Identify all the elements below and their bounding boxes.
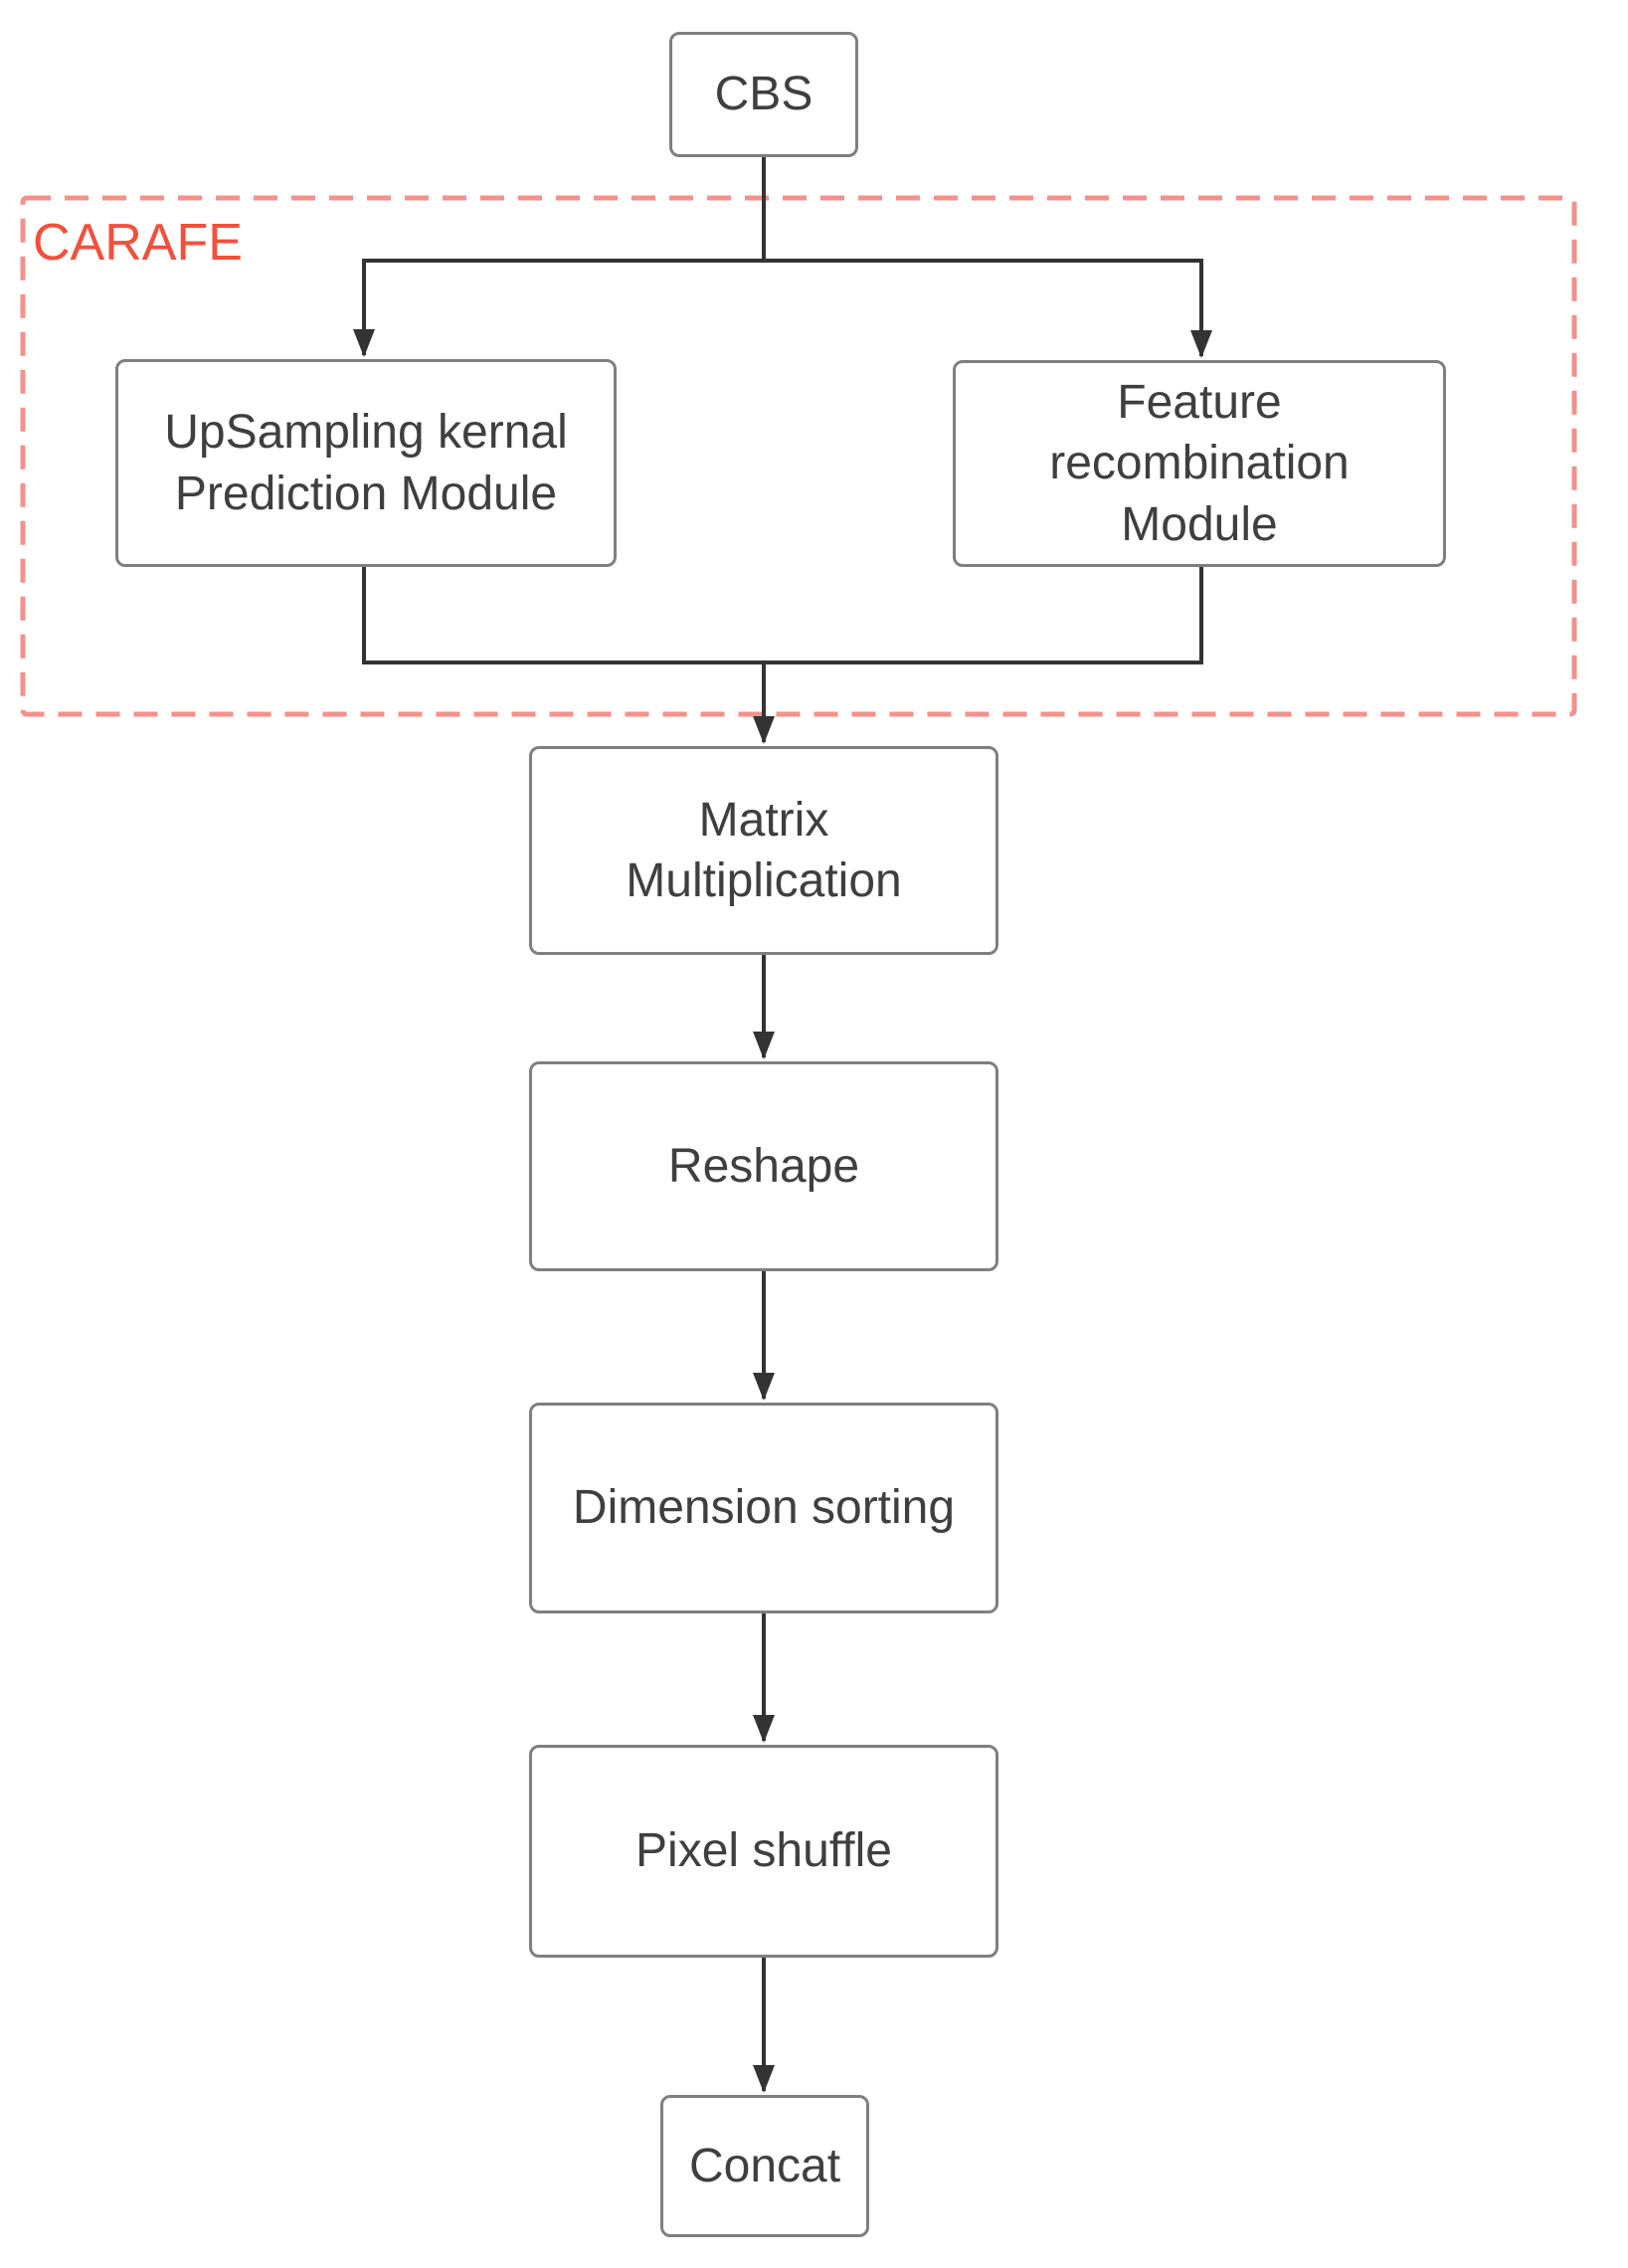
node-matrix-multiplication: Matrix Multiplication (529, 746, 998, 955)
node-concat: Concat (660, 2095, 869, 2237)
node-dimension-sorting: Dimension sorting (529, 1403, 998, 1613)
node-upsampling-kernel-prediction-module: UpSampling kernal Prediction Module (115, 359, 617, 567)
carafe-group-label: CARAFE (33, 214, 243, 272)
node-reshape: Reshape (529, 1061, 998, 1271)
carafe-dashed-box (20, 195, 1577, 717)
node-pixel-shuffle: Pixel shuffle (529, 1745, 998, 1958)
node-cbs: CBS (669, 32, 858, 157)
node-feature-recombination-module: Feature recombination Module (953, 360, 1446, 567)
edge-split-bar (362, 259, 1203, 263)
